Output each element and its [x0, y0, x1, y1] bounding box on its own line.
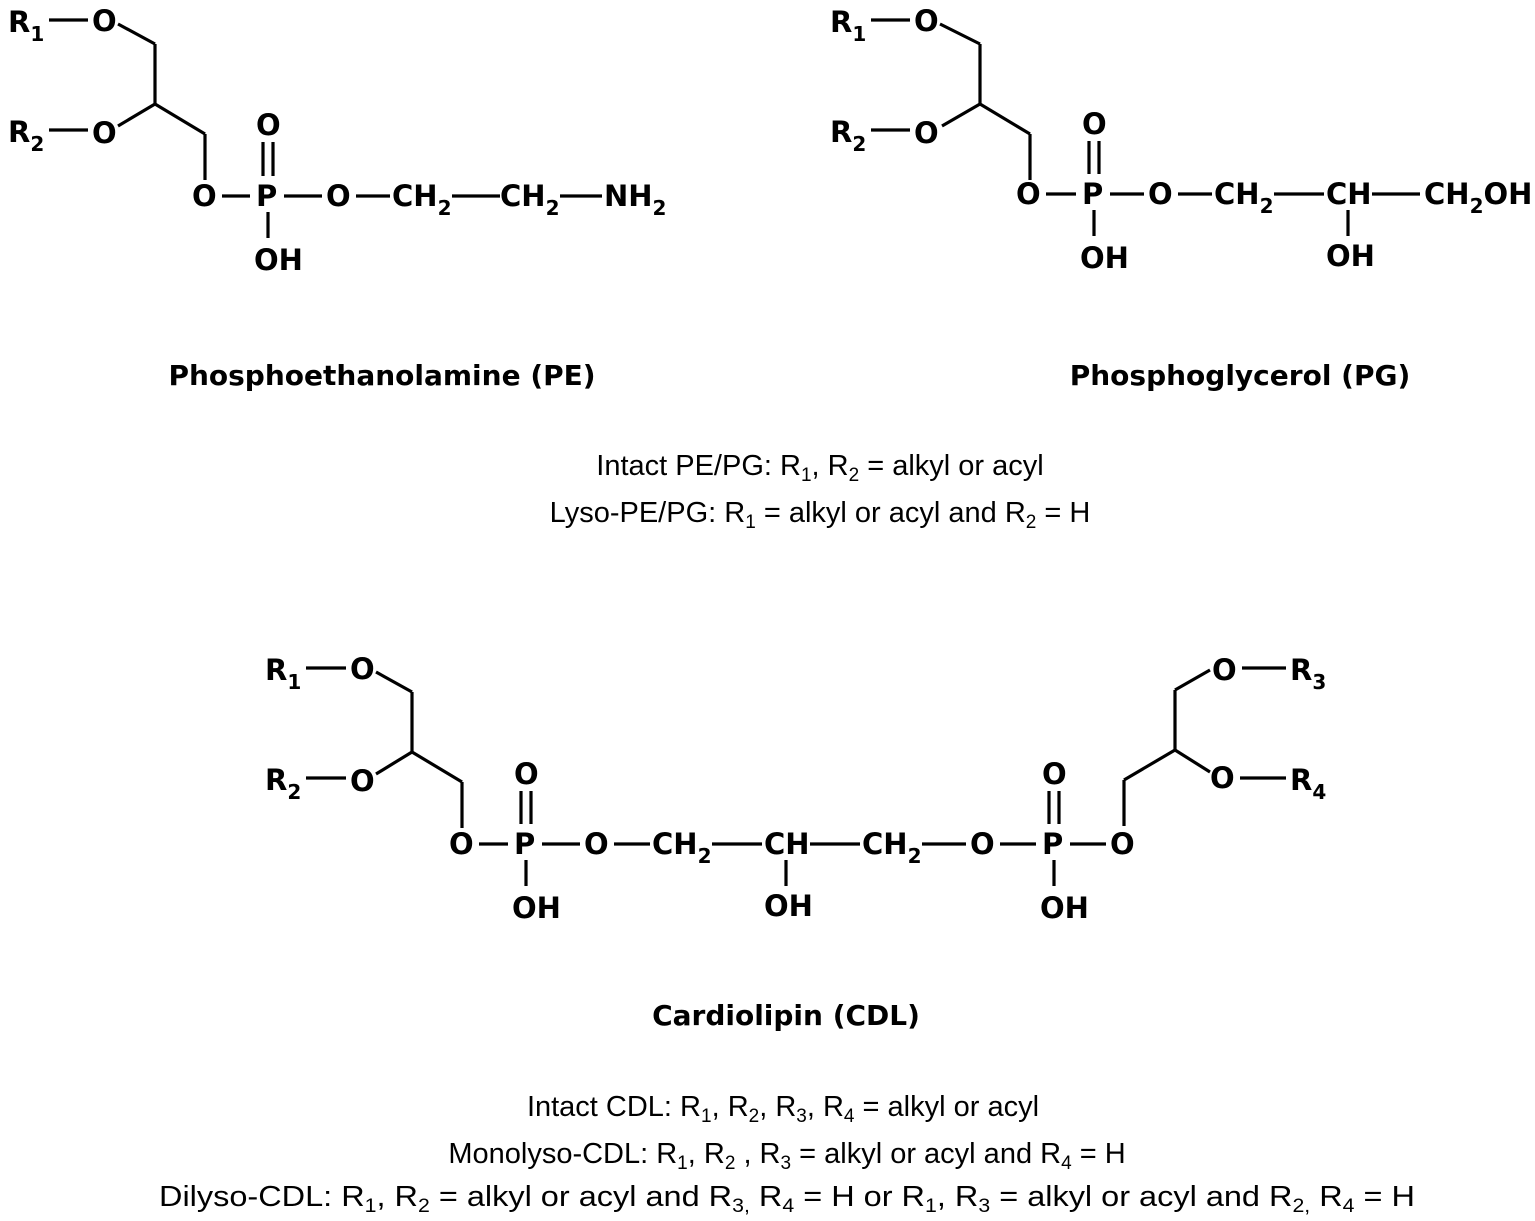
pe-o3-atom: O [192, 179, 217, 213]
cdl-p1o-atom: O [514, 757, 539, 791]
pg-ch-atom: CH [1326, 177, 1372, 211]
pg-ch2oh-atom: CH2OH [1424, 177, 1532, 218]
cdl-p1-oh-atom: OH [512, 891, 561, 925]
cdl-monolyso-note: Monolyso-CDL: R1, R2 , R3 = alkyl or acy… [448, 1138, 1125, 1174]
cdl-intact-note: Intact CDL: R1, R2, R3, R4 = alkyl or ac… [527, 1091, 1039, 1127]
pe-p-atom: P [256, 179, 277, 213]
cdl-p1-atom: P [514, 827, 535, 861]
cdl-ch2b-atom: CH2 [862, 827, 921, 868]
cdl-p2-oh-atom: OH [1040, 891, 1089, 925]
pe-oh-atom: OH [254, 243, 303, 277]
cdl-structure: R1 O R2 O O P O OH O CH2 CH OH CH2 O P O [265, 652, 1326, 925]
cdl-r2-atom: R2 [265, 763, 301, 804]
cdl-r1-atom: R1 [265, 653, 301, 694]
pg-ch-oh-atom: OH [1326, 239, 1375, 273]
pg-r2-atom: R2 [830, 115, 866, 156]
cdl-ch2a-atom: CH2 [652, 827, 711, 868]
pg-o4-atom: O [1148, 177, 1173, 211]
pe-r2-atom: R2 [8, 115, 44, 156]
cdl-o1-atom: O [350, 652, 375, 686]
cdl-o8-atom: O [1210, 761, 1235, 795]
pe-nh2-atom: NH2 [604, 179, 666, 220]
pe-o1-atom: O [92, 4, 117, 38]
pg-p-atom: P [1082, 177, 1103, 211]
pe-o2-atom: O [92, 116, 117, 150]
cdl-ch-oh-atom: OH [764, 889, 813, 923]
pg-po-atom: O [1082, 107, 1107, 141]
cdl-p2o-atom: O [1042, 757, 1067, 791]
cdl-o3-atom: O [449, 827, 474, 861]
cdl-o4-atom: O [584, 827, 609, 861]
pg-oh-atom: OH [1080, 241, 1129, 275]
cdl-ch-atom: CH [764, 827, 810, 861]
pg-o1-atom: O [914, 4, 939, 38]
pg-ch2-atom: CH2 [1214, 177, 1273, 218]
pe-r1-atom: R1 [8, 5, 44, 46]
cdl-p2-atom: P [1042, 827, 1063, 861]
pe-po-atom: O [256, 108, 281, 142]
pg-caption: Phosphoglycerol (PG) [1070, 359, 1411, 392]
cdl-caption: Cardiolipin (CDL) [652, 999, 920, 1032]
pe-o4-atom: O [326, 179, 351, 213]
pg-o3-atom: O [1016, 177, 1041, 211]
pg-o2-atom: O [914, 116, 939, 150]
cdl-r3-atom: R3 [1290, 653, 1326, 694]
pe-ch2a-atom: CH2 [392, 179, 451, 220]
pg-structure: R1 O R2 O O P O OH O CH2 CH OH CH2OH [830, 4, 1532, 275]
cdl-o2-atom: O [350, 764, 375, 798]
pe-caption: Phosphoethanolamine (PE) [168, 359, 595, 392]
pg-r1-atom: R1 [830, 5, 866, 46]
cdl-r4-atom: R4 [1290, 763, 1326, 804]
pe-structure: R1 O R2 O O P O OH O CH2 CH2 NH2 [8, 4, 666, 277]
pepg-intact-note: Intact PE/PG: R1, R2 = alkyl or acyl [596, 450, 1043, 486]
pepg-lyso-note: Lyso-PE/PG: R1 = alkyl or acyl and R2 = … [550, 497, 1091, 533]
pe-ch2b-atom: CH2 [500, 179, 559, 220]
cdl-o5-atom: O [970, 827, 995, 861]
cdl-o7-atom: O [1212, 653, 1237, 687]
cdl-o6-atom: O [1110, 827, 1135, 861]
